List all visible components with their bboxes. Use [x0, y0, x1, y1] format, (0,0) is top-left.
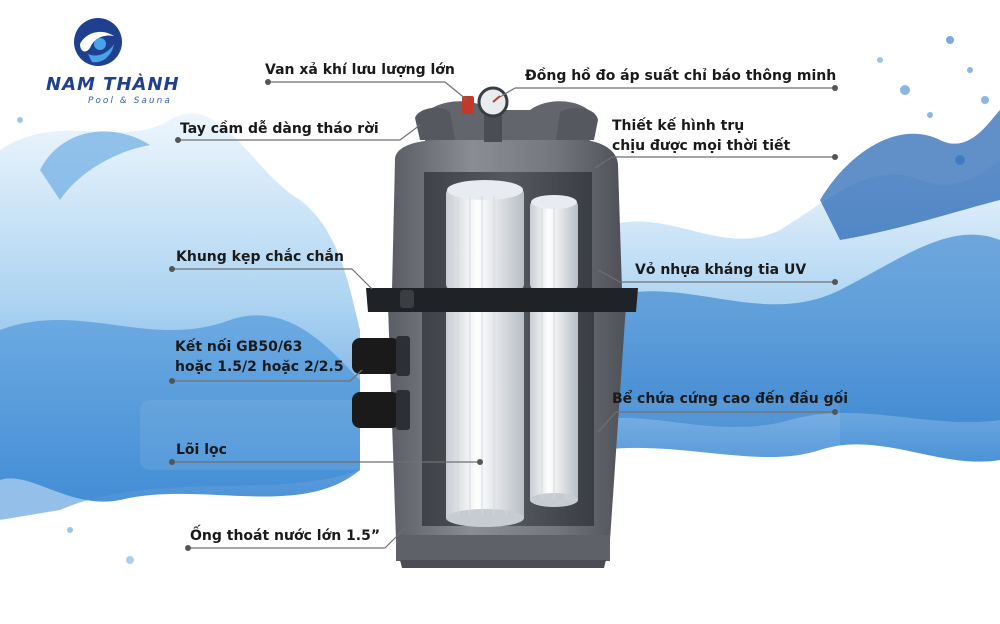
- callout-dots: [169, 79, 838, 551]
- label-cylinder-design-line1: Thiết kế hình trụ: [612, 118, 745, 134]
- callout-lines: [172, 81, 835, 549]
- label-connection-line2: hoặc 1.5/2 hoặc 2/2.5: [175, 359, 344, 375]
- label-tank: Bể chứa cứng cao đến đầu gối: [612, 391, 849, 407]
- label-drain: Ống thoát nước lớn 1.5”: [190, 528, 381, 544]
- label-pressure-gauge: Đồng hồ đo áp suất chỉ báo thông minh: [525, 68, 837, 84]
- water-drop-logo-icon: [74, 18, 122, 66]
- label-connection-line1: Kết nối GB50/63: [175, 339, 303, 355]
- brand-name: NAM THÀNH: [46, 74, 180, 95]
- label-uv-shell: Vỏ nhựa kháng tia UV: [635, 262, 807, 278]
- brand-logo: NAM THÀNH Pool & Sauna: [18, 12, 179, 106]
- label-cylinder-design-line2: chịu được mọi thời tiết: [612, 138, 791, 154]
- label-cartridge: Lõi lọc: [176, 442, 227, 458]
- brand-subtitle: Pool & Sauna: [88, 96, 172, 106]
- water-splash-background: [0, 36, 1000, 564]
- label-air-valve: Van xả khí lưu lượng lớn: [265, 62, 455, 78]
- label-handle: Tay cầm dễ dàng tháo rời: [180, 121, 379, 137]
- label-clamp: Khung kẹp chắc chắn: [176, 249, 344, 265]
- filter-tank: [352, 86, 638, 568]
